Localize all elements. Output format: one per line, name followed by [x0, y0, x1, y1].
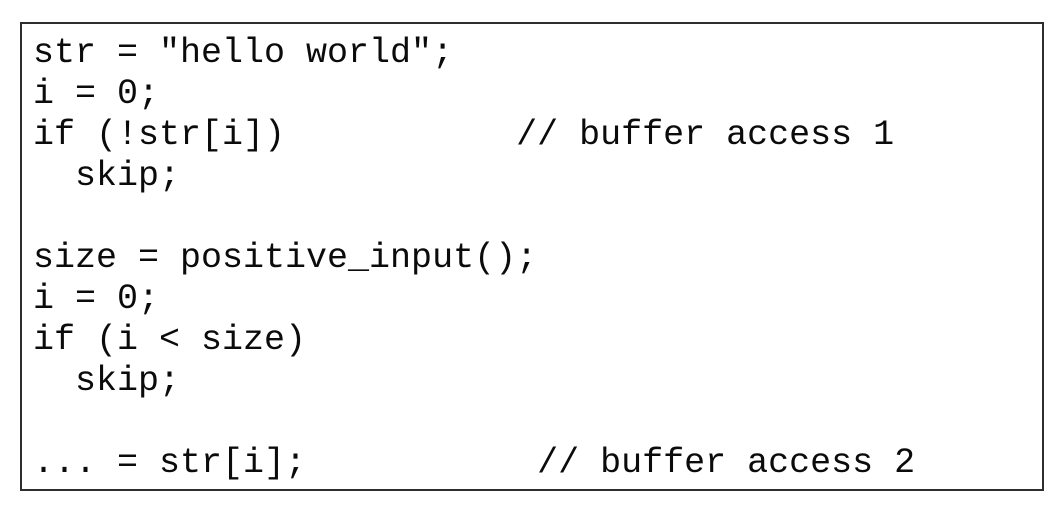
- code-line: if (!str[i]) // buffer access 1: [33, 115, 895, 155]
- code-line: size = positive_input();: [33, 238, 538, 278]
- code-line: ... = str[i]; // buffer access 2: [33, 443, 916, 483]
- code-line: if (i < size): [33, 320, 307, 360]
- code-line: str = "hello world";: [33, 33, 454, 73]
- code-line: skip;: [33, 156, 181, 196]
- code-line: skip;: [33, 361, 181, 401]
- code-snippet-box: str = "hello world"; i = 0; if (!str[i])…: [20, 22, 1044, 491]
- code-block: str = "hello world"; i = 0; if (!str[i])…: [33, 33, 1042, 484]
- code-line-blank: [33, 402, 1042, 443]
- code-line-blank: [33, 197, 1042, 238]
- code-line: i = 0;: [33, 279, 160, 319]
- code-line: i = 0;: [33, 74, 160, 114]
